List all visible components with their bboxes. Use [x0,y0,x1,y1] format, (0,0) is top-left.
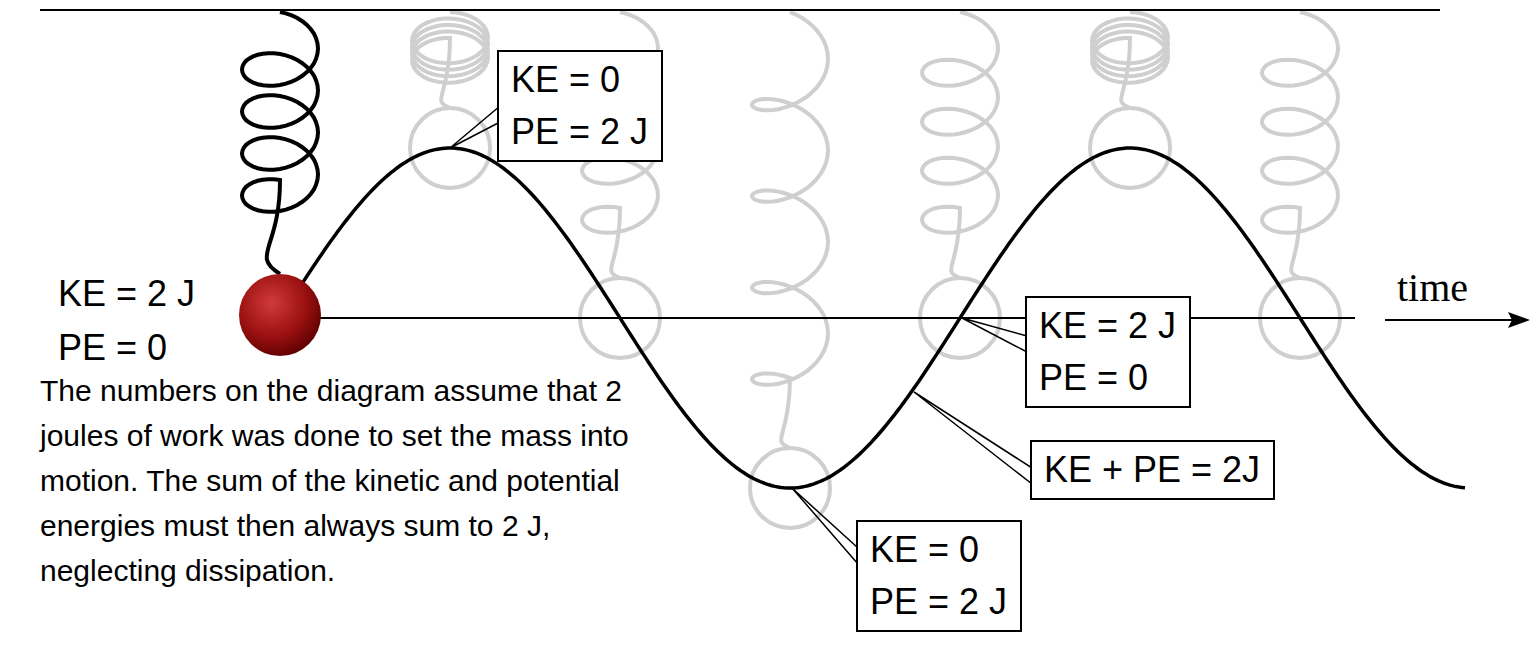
callout-box: KE = 2 JPE = 0 [1025,296,1191,408]
callout-box: KE = 0PE = 2 J [497,50,663,162]
energy-text: KE + PE = 2J [1044,444,1261,496]
mass-ball [239,274,321,356]
ghost-spring [752,12,828,448]
energy-text: PE = 2 J [870,576,1008,628]
energy-text: KE = 0 [511,54,649,106]
ceiling-line [40,9,1440,11]
axis-label: time [1397,266,1468,310]
time-arrow [1385,319,1512,321]
spring [242,12,318,274]
note-text: The numbers on the diagram assume that 2… [40,368,660,593]
ghost-spring [922,12,998,278]
energy-text: KE = 0 [870,524,1008,576]
energy-label: PE = 0 [58,326,167,370]
energy-label: KE = 2 J [58,272,195,316]
callout-box: KE + PE = 2J [1030,440,1275,500]
energy-text: KE = 2 J [1039,300,1177,352]
energy-text: PE = 2 J [511,106,649,158]
callout-box: KE = 0PE = 2 J [856,520,1022,632]
time-axis [280,317,1355,319]
ghost-spring [1092,12,1168,108]
ghost-spring [412,12,488,108]
arrow-head [1508,312,1530,328]
energy-text: PE = 0 [1039,352,1177,404]
ghost-spring [1262,12,1338,278]
